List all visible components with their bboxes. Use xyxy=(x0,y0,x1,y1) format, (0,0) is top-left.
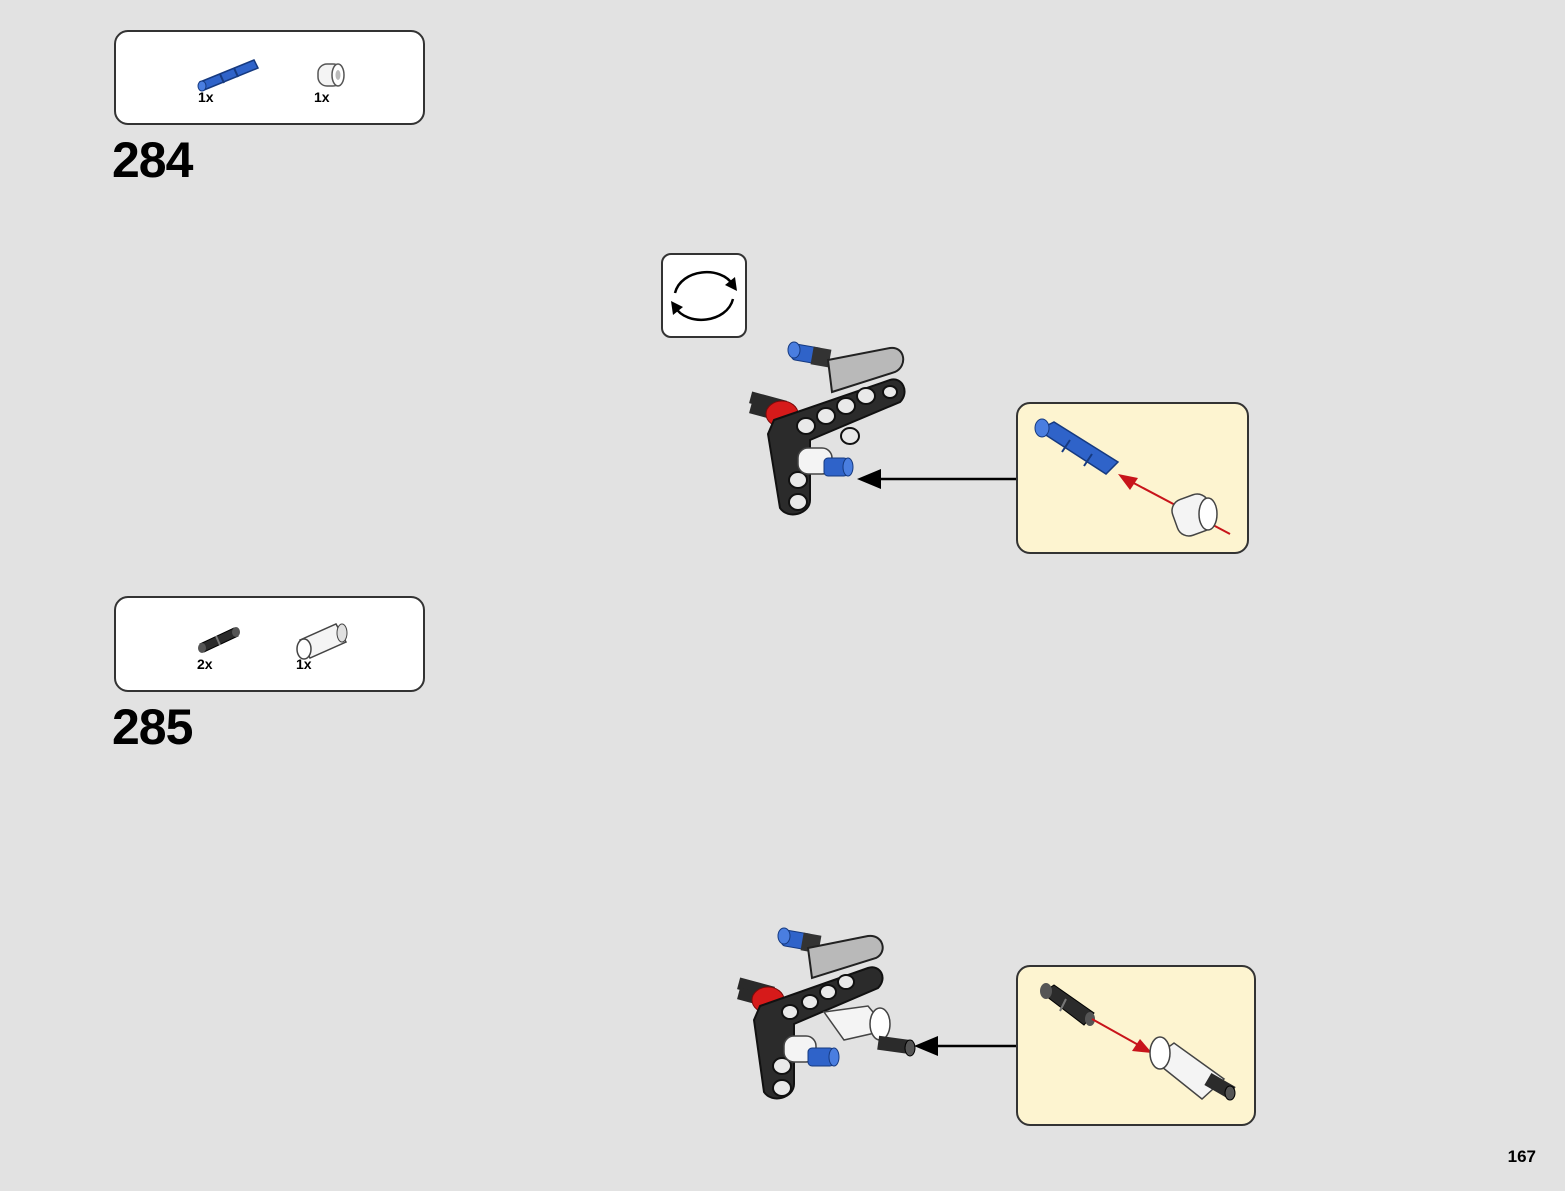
insertion-arrow xyxy=(914,1036,1022,1056)
parts-list-step-284: 1x 1x xyxy=(114,30,425,125)
assembly-illustration-step-284 xyxy=(749,341,906,516)
step-number: 285 xyxy=(112,699,193,755)
black-pin-icon xyxy=(198,627,240,653)
sub-assembly-callout-step-284 xyxy=(1016,402,1249,554)
sub-assembly-callout-step-285 xyxy=(1016,965,1256,1126)
part-qty: 1x xyxy=(198,89,214,105)
page-number: 167 xyxy=(1507,1147,1536,1166)
part-qty: 1x xyxy=(314,89,330,105)
part-qty: 2x xyxy=(197,656,213,672)
blue-long-pin-icon xyxy=(1034,418,1120,475)
insertion-arrow xyxy=(857,469,1020,489)
assembly-illustration-step-285 xyxy=(737,927,916,1100)
step-number: 284 xyxy=(112,132,193,188)
black-pin-icon xyxy=(1040,983,1095,1026)
white-tube-icon xyxy=(296,623,348,660)
blue-long-pin-icon xyxy=(197,59,260,92)
white-bush-icon xyxy=(1171,493,1218,537)
part-qty: 1x xyxy=(296,656,312,672)
white-bush-icon xyxy=(317,63,345,87)
parts-list-step-285: 2x 1x xyxy=(114,596,425,692)
white-tube-icon xyxy=(1149,1036,1236,1101)
rotate-model-icon xyxy=(661,253,747,338)
